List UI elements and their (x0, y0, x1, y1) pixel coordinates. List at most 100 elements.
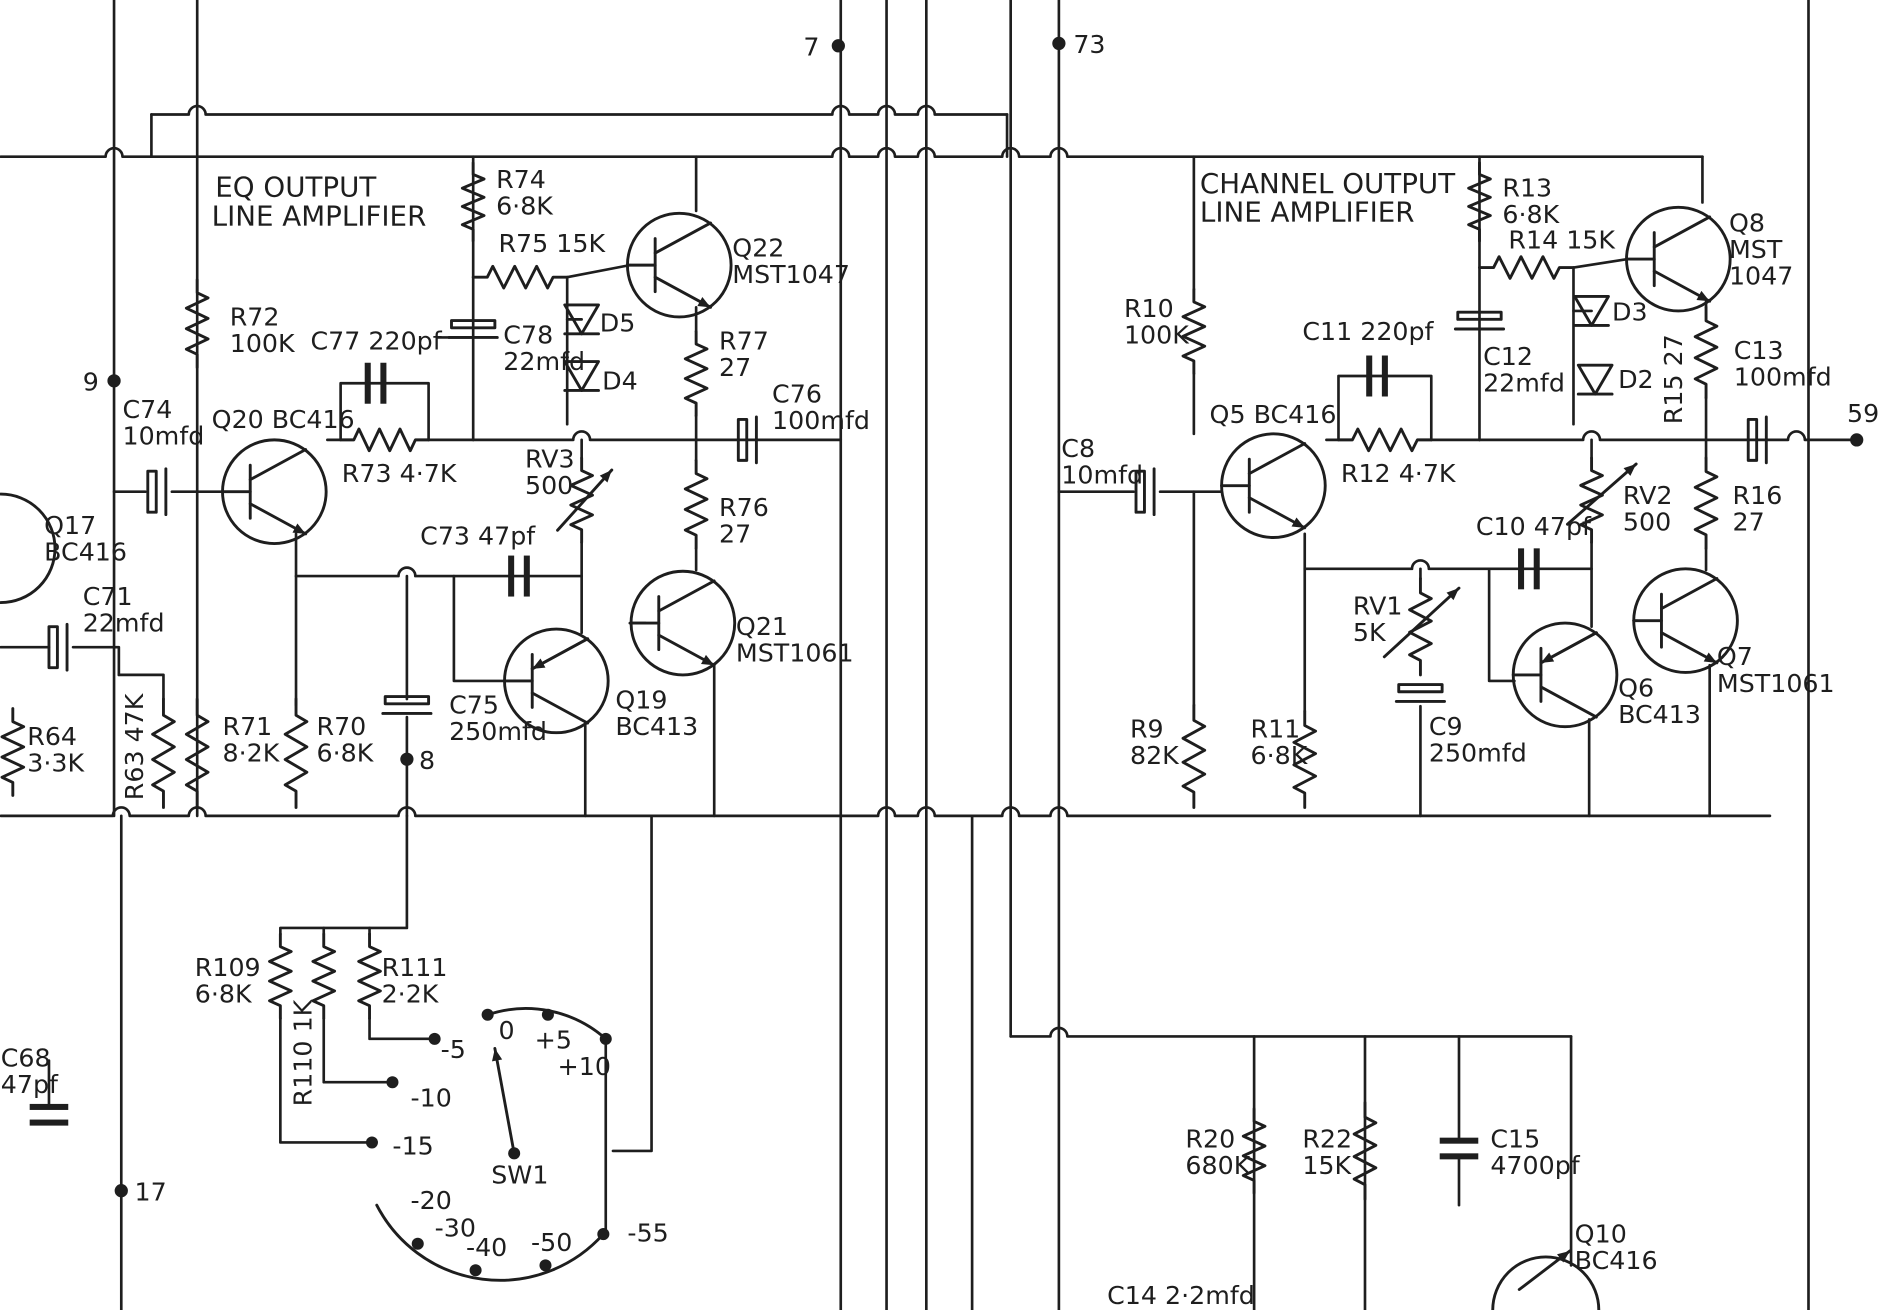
sw1-contact-3 (411, 1237, 424, 1250)
sw1-contact-6 (597, 1228, 610, 1241)
upper-rail (150, 104, 1009, 116)
sw1-position-7: -30 (435, 1213, 476, 1242)
label-c8-1: 10mfd (1061, 460, 1143, 489)
label-r10-1: 100K (1124, 320, 1190, 349)
c77-loop (326, 381, 430, 442)
label-r111-0: R111 (382, 953, 448, 982)
r12 (1337, 427, 1433, 453)
c11-loop (1325, 374, 1433, 442)
tap-dot-10 (386, 1076, 399, 1089)
c68-plate (29, 1103, 69, 1110)
label-q17-1: BC416 (44, 537, 127, 566)
c15-plate (1439, 1137, 1479, 1144)
terminal-8 (400, 752, 414, 766)
c10-plate (1518, 548, 1525, 590)
label-rv2-1: 500 (1623, 507, 1671, 536)
r70 (283, 697, 309, 809)
label-r74-0: R74 (496, 165, 546, 194)
label-d5: D5 (600, 308, 636, 337)
label-r22-1: 15K (1302, 1151, 1352, 1180)
label-c9-0: C9 (1429, 712, 1463, 741)
tap-dot-5 (428, 1032, 441, 1045)
r63-lead (117, 673, 165, 701)
label-c74-0: C74 (122, 395, 172, 424)
label-r72-0: R72 (230, 302, 280, 331)
label-r111-1: 2·2K (382, 980, 440, 1009)
q7-collector (1660, 577, 1719, 611)
r64 (0, 707, 26, 797)
d4 (563, 360, 600, 392)
sw1-return (611, 814, 653, 1153)
q10-body (1491, 1255, 1601, 1310)
terminal-17 (114, 1184, 128, 1198)
c78-plate (450, 319, 497, 330)
sw1-contact-5 (539, 1259, 552, 1272)
c13-plate (1746, 417, 1759, 462)
sw1-contact-2 (599, 1032, 612, 1045)
label-c78-1: 22mfd (503, 347, 585, 376)
q6-base (1487, 567, 1516, 683)
label-r71-0: R71 (223, 712, 273, 741)
label-rv3-0: RV3 (525, 445, 575, 474)
label-d4: D4 (602, 366, 638, 395)
r72 (184, 278, 210, 370)
label-q10-1: BC416 (1575, 1246, 1658, 1275)
c73-plate (508, 555, 515, 597)
label-r76-0: R76 (719, 493, 769, 522)
q22-emitter-head (697, 296, 711, 308)
terminal-8-label: 8 (419, 746, 435, 775)
label-q19-1: BC413 (615, 712, 698, 741)
components (0, 161, 1768, 1310)
c77-plate (364, 362, 371, 404)
label-r109-1: 6·8K (195, 980, 253, 1009)
terminal-9 (107, 374, 121, 388)
r73 (339, 427, 431, 453)
label-r20-1: 680K (1185, 1151, 1251, 1180)
q21-emitter-head (701, 654, 715, 666)
label-q5: Q5 BC416 (1210, 400, 1337, 429)
c76-plate (736, 417, 749, 462)
sw1-position-6: -20 (411, 1186, 452, 1215)
terminal-dots (107, 36, 1864, 1277)
label-q6-0: Q6 (1618, 674, 1654, 703)
q5-emitter-head (1291, 517, 1305, 528)
label-r13-1: 6·8K (1502, 200, 1560, 229)
q22-collector (653, 221, 713, 255)
channel-mid-node (1478, 430, 1859, 442)
c77-plate (380, 362, 387, 404)
label-c71-1: 22mfd (83, 608, 165, 637)
section-eq-1: LINE AMPLIFIER (212, 199, 427, 232)
label-r76-1: 27 (719, 519, 751, 548)
d5 (563, 303, 600, 336)
label-q22-1: MST1047 (732, 260, 850, 289)
rv2 (1579, 456, 1604, 544)
terminal-7-label: 7 (803, 32, 819, 61)
q20-collector (248, 448, 308, 482)
label-q8-1: MST (1729, 235, 1783, 264)
label-c11: C11 220pf (1302, 317, 1434, 346)
label-r74-1: 6·8K (496, 192, 554, 221)
label-rv2-0: RV2 (1623, 481, 1673, 510)
label-c8-0: C8 (1061, 434, 1095, 463)
label-r9-0: R9 (1130, 715, 1164, 744)
label-r77-1: 27 (719, 353, 751, 382)
label-r71-1: 8·2K (223, 739, 281, 768)
label-c68-0: C68 (1, 1044, 51, 1073)
label-c14: C14 2·2mfd (1107, 1281, 1255, 1310)
label-sw1: SW1 (491, 1160, 548, 1189)
label-c75-0: C75 (449, 690, 499, 719)
label-r70-0: R70 (317, 712, 367, 741)
c15-plate (1439, 1153, 1479, 1160)
label-c78-0: C78 (503, 320, 553, 349)
sw1-position-10: -55 (627, 1218, 668, 1247)
label-c75-1: 250mfd (449, 717, 547, 746)
label-q10-0: Q10 (1575, 1220, 1627, 1249)
c8-plate (1134, 469, 1146, 514)
sw1-contact-4 (469, 1264, 482, 1277)
label-q21-1: MST1061 (736, 639, 854, 668)
label-r20-0: R20 (1185, 1124, 1235, 1153)
label-r72-1: 100K (230, 329, 296, 358)
